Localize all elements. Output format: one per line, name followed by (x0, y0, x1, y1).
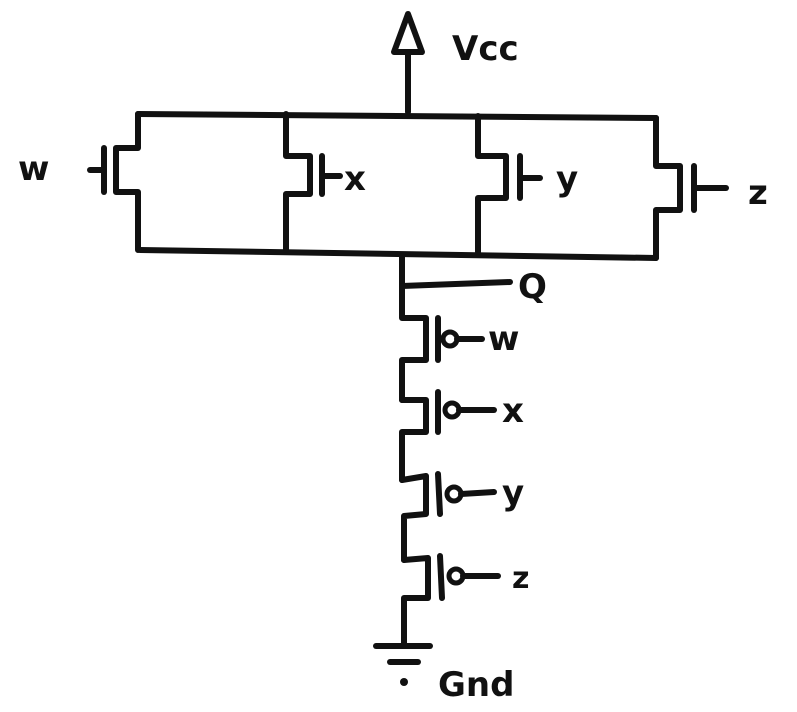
pulldown-label-x: x (502, 391, 524, 431)
ground-symbol (373, 637, 433, 686)
output-rail (137, 247, 659, 261)
pullup-label-z: z (748, 173, 768, 213)
vcc-label: Vcc (452, 29, 519, 69)
pulldown-transistor-z (401, 553, 501, 643)
pulldown-transistor-x (399, 389, 497, 483)
pullup-label-x: x (344, 159, 366, 199)
pullup-transistor-w (87, 111, 141, 253)
pulldown-label-y: y (502, 473, 524, 513)
pulldown-transistor-y (399, 471, 497, 563)
pullup-transistor-y (475, 113, 543, 255)
pullup-transistor-x (283, 111, 343, 253)
pullup-transistor-z (653, 115, 729, 261)
vcc-supply-symbol (391, 11, 425, 115)
pullup-label-y: y (556, 159, 578, 199)
output-label-q: Q (518, 267, 547, 307)
output-wire (399, 253, 513, 289)
pullup-label-w: w (18, 149, 49, 189)
pulldown-transistor-w (399, 283, 485, 403)
ground-label: Gnd (438, 665, 514, 705)
pulldown-label-z: z (512, 561, 529, 596)
pulldown-label-w: w (488, 319, 519, 359)
top-rail (135, 111, 659, 121)
